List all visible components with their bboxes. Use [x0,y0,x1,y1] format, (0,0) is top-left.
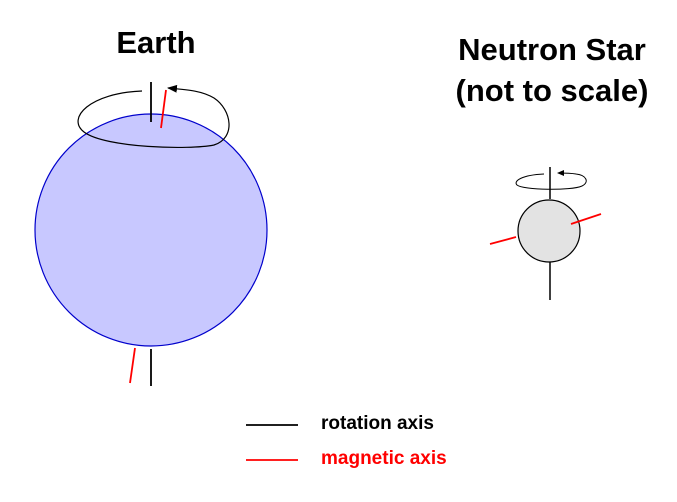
legend-rotation-axis-label: rotation axis [321,413,434,434]
earth-magnetic-axis-south [129,347,136,384]
neutron-star-sphere [517,199,581,263]
earth-rotation-arrow [77,84,230,149]
neutron-star-magnetic-axis-right [570,213,602,225]
neutron-star-rotation-arrow [515,170,587,190]
neutron-star-magnetic-axis-left [489,236,517,245]
earth-sphere [34,113,268,347]
neutron-star-title: Neutron Star [458,32,646,67]
earth [34,82,268,386]
legend [246,424,298,461]
earth-magnetic-axis-north [160,89,167,129]
neutron-star [489,167,602,300]
earth-title: Earth [116,25,196,60]
legend-magnetic-axis-label: magnetic axis [321,448,447,469]
neutron-star-subtitle: (not to scale) [455,73,649,108]
